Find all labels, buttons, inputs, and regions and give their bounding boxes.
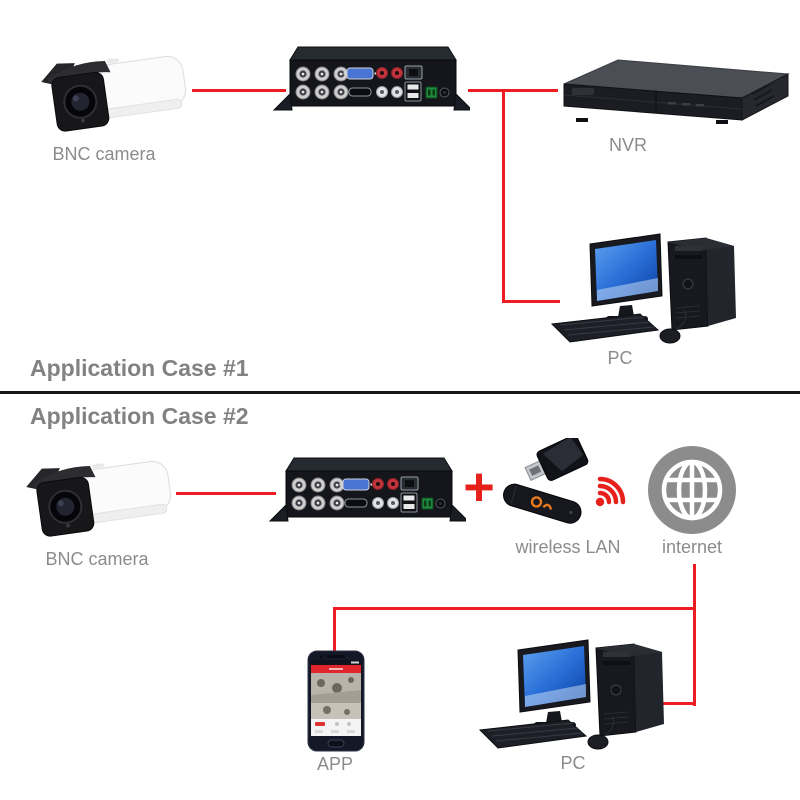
- bnc-ports-icon: [295, 66, 349, 100]
- wire-branch-horizontal: [333, 607, 696, 610]
- hdmi-port-icon: [344, 498, 368, 508]
- dc-jack-icon: [439, 87, 450, 98]
- vga-port-icon: [343, 67, 377, 80]
- mouse-image: [659, 328, 681, 344]
- keyboard-image: [550, 313, 660, 343]
- wire-internet-down: [693, 564, 696, 610]
- keyboard-keys: [487, 722, 583, 742]
- nvr-indicator-lights: [668, 102, 704, 107]
- pc-1-image: [550, 233, 736, 344]
- nvr-logo-badge: [572, 88, 594, 95]
- bnc-camera-2-label: BNC camera: [45, 549, 149, 569]
- keyboard-image: [478, 719, 588, 749]
- video-encoder-2-image: [268, 457, 466, 522]
- wifi-signal-icon: [595, 476, 626, 507]
- pc-2-image: [478, 639, 664, 750]
- usb-ports-icon: [404, 81, 422, 102]
- wire-camera2-to-encoder2: [176, 492, 276, 495]
- vga-port-icon: [339, 478, 373, 491]
- wire-down-to-app: [333, 607, 336, 653]
- wire-branch-down-to-pc1: [502, 89, 505, 303]
- usb-modem-image: [503, 483, 582, 524]
- wire-down-to-pc2: [693, 607, 696, 706]
- terminal-block-icon: [425, 86, 438, 99]
- wire-encoder1-to-nvr: [468, 89, 558, 92]
- bnc-camera-2-image: [26, 460, 172, 537]
- wire-elbow-to-pc1: [502, 300, 560, 303]
- bnc-camera-1-label: BNC camera: [52, 144, 156, 164]
- wireless-lan-image: [503, 438, 626, 524]
- mouse-image: [587, 734, 609, 750]
- hdmi-port-icon: [348, 87, 372, 97]
- case1-title: Application Case #1: [30, 355, 249, 381]
- ethernet-port-icon: [400, 476, 419, 491]
- smartphone-app-image: [307, 650, 365, 752]
- plus-sign: +: [463, 457, 495, 517]
- rca-ports-icon: [376, 67, 403, 98]
- ethernet-port-icon: [404, 65, 423, 80]
- rca-ports-icon: [372, 478, 399, 509]
- nvr-label: NVR: [608, 135, 647, 155]
- nvr-vents: [751, 83, 775, 107]
- internet-globe-icon: [648, 446, 736, 534]
- case2-title: Application Case #2: [30, 403, 249, 429]
- bnc-camera-1-image: [41, 55, 187, 132]
- section-divider-line: [0, 391, 800, 394]
- modem-logo: [530, 496, 553, 510]
- wire-camera1-to-encoder1: [192, 89, 286, 92]
- terminal-block-icon: [421, 497, 434, 510]
- nvr-image: [563, 59, 790, 124]
- usb-ports-icon: [400, 492, 418, 513]
- wire-elbow-to-pc2: [662, 702, 696, 705]
- dc-jack-icon: [435, 498, 446, 509]
- internet-label: internet: [661, 537, 723, 557]
- pc-1-label: PC: [607, 348, 633, 368]
- app-label: APP: [316, 754, 354, 774]
- home-button-icon: [327, 739, 345, 748]
- wifi-dongle-image: [524, 438, 589, 482]
- app-camera-view-2: [311, 703, 361, 719]
- bnc-ports-icon: [291, 477, 345, 511]
- pc-2-label: PC: [560, 753, 586, 773]
- app-camera-view-1: [311, 673, 361, 703]
- keyboard-keys: [559, 316, 655, 336]
- wireless-lan-label: wireless LAN: [515, 537, 621, 557]
- video-encoder-1-image: [272, 46, 470, 111]
- app-controls: [311, 719, 361, 736]
